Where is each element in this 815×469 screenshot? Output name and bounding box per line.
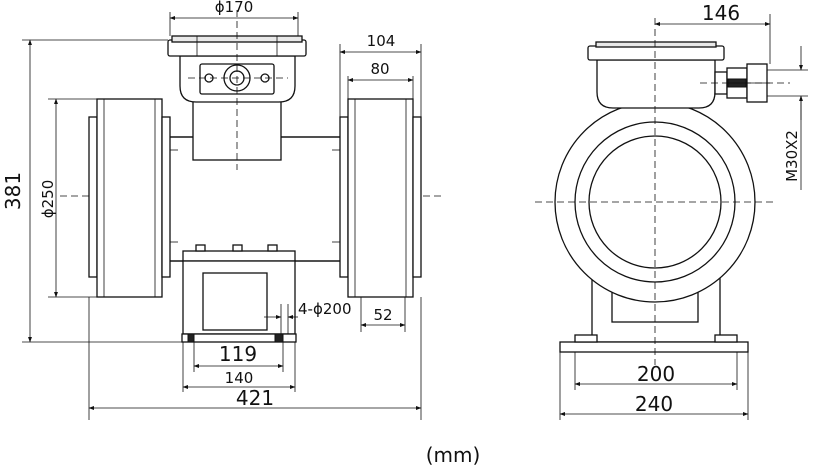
bolt-holes-label: 4-ϕ200 (298, 300, 351, 318)
front-base-inner-label: 200 (637, 362, 675, 386)
dim-bolt-holes: 4-ϕ200 (264, 300, 351, 334)
unit-label: (mm) (426, 443, 481, 467)
converter-housing (167, 10, 307, 170)
right-flange (332, 98, 422, 298)
top-diameter-label: ϕ170 (215, 0, 254, 16)
dim-front-base-outer: 240 (559, 352, 749, 420)
dim-base-edge: 52 (360, 297, 406, 332)
thread-label: M30X2 (783, 130, 801, 182)
top-offset-label: 146 (702, 1, 740, 25)
base-inner-label: 119 (219, 342, 257, 366)
dim-base-outer: 140 (182, 342, 296, 392)
dim-overall-length: 421 (88, 297, 422, 420)
front-base-outer-label: 240 (635, 392, 673, 416)
dim-overall-height: 381 (1, 39, 182, 343)
dim-front-base-inner: 200 (574, 352, 738, 390)
side-view: ϕ170 104 80 381 ϕ250 (1, 0, 445, 420)
pipe-diameter-label: ϕ250 (39, 180, 57, 219)
front-view: 146 M30X2 200 240 (535, 1, 808, 420)
overall-length-label: 421 (236, 386, 274, 410)
front-converter-housing (587, 41, 770, 109)
base-outer-label: 140 (225, 369, 254, 387)
overall-height-label: 381 (1, 172, 25, 210)
front-pipe (554, 101, 756, 303)
base-housing (181, 244, 297, 343)
dim-flange-width-outer: 104 (339, 32, 422, 117)
dim-flange-width-inner: 80 (347, 60, 414, 99)
flange-width-inner-label: 80 (370, 60, 389, 78)
dim-thread: M30X2 (767, 46, 808, 190)
base-edge-label: 52 (373, 306, 392, 324)
flange-width-outer-label: 104 (367, 32, 396, 50)
dim-pipe-diameter: ϕ250 (39, 98, 97, 298)
dim-base-inner: 119 (193, 342, 284, 372)
dim-top-diameter: ϕ170 (169, 0, 299, 36)
left-flange (88, 98, 178, 298)
dim-top-offset: 146 (654, 1, 771, 64)
